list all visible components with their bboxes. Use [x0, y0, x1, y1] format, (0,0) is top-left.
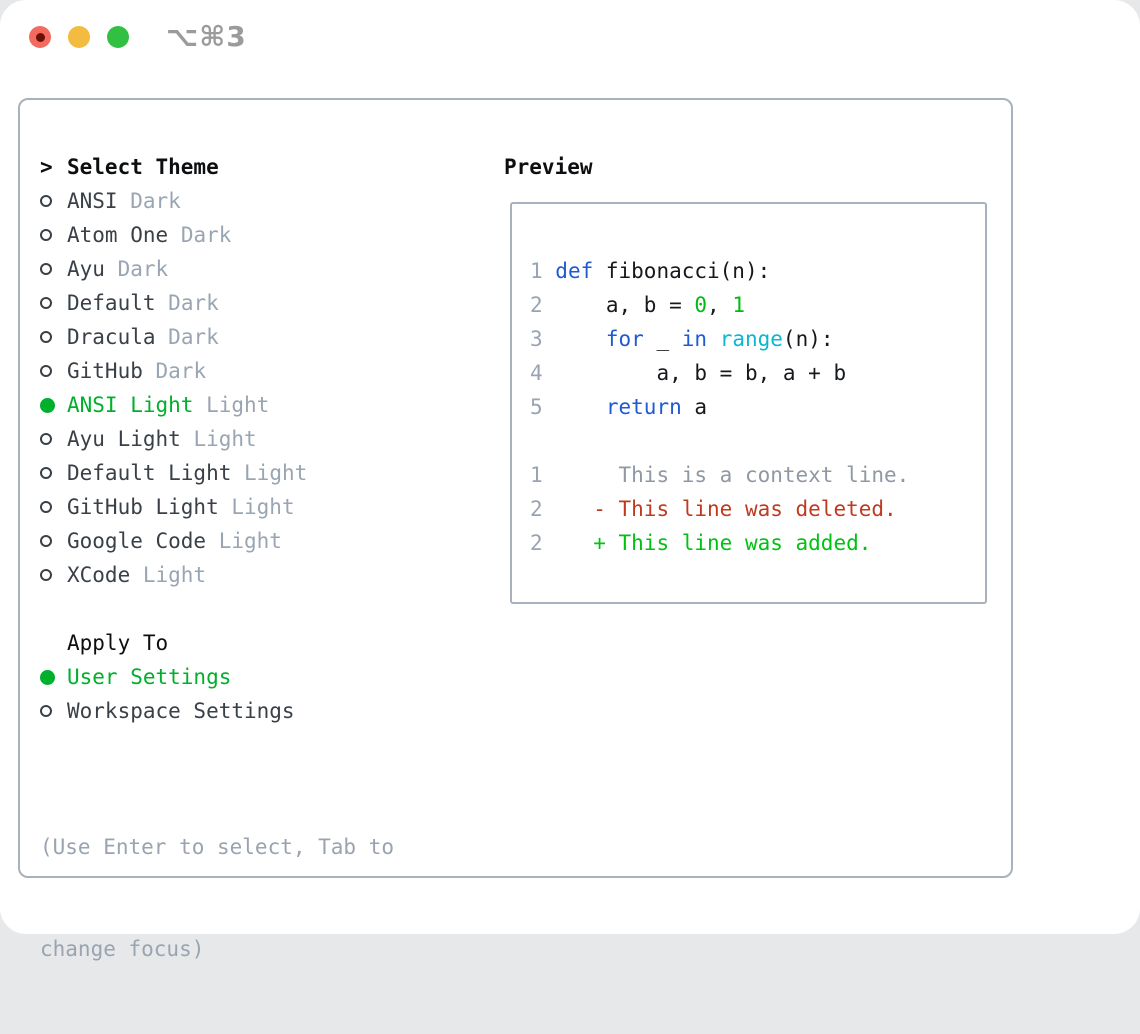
theme-option-ansi-light[interactable]: ANSI Light Light — [40, 388, 307, 422]
theme-option-label: Google Code Light — [67, 524, 282, 558]
diff-context-line: 1 This is a context line. — [530, 458, 985, 492]
diff-deleted-line: 2 - This line was deleted. — [530, 492, 985, 526]
theme-option-label: GitHub Light Light — [67, 490, 295, 524]
close-dot-icon — [36, 33, 45, 42]
theme-variant-tag: Light — [219, 529, 282, 553]
theme-option-label: Default Light Light — [67, 456, 307, 490]
theme-option-label: ANSI Dark — [67, 184, 181, 218]
theme-list-header-row: > Select Theme — [40, 150, 307, 184]
theme-option-label: ANSI Light Light — [67, 388, 269, 422]
theme-option-label: Default Dark — [67, 286, 219, 320]
radio-icon — [40, 535, 67, 547]
radio-icon — [40, 331, 67, 343]
code-line: 5 return a — [530, 390, 985, 424]
radio-icon — [40, 569, 67, 581]
apply-to-header-row: Apply To — [40, 626, 295, 660]
window-shortcut-label: ⌥⌘3 — [166, 20, 247, 53]
theme-variant-tag: Dark — [130, 189, 181, 213]
theme-option-label: Ayu Light Light — [67, 422, 257, 456]
theme-option-label: Ayu Dark — [67, 252, 168, 286]
theme-variant-tag: Dark — [181, 223, 232, 247]
radio-selected-icon — [40, 670, 67, 685]
preview-section-header: Preview — [504, 150, 593, 184]
theme-variant-tag: Light — [231, 495, 294, 519]
theme-option-ayu-light[interactable]: Ayu Light Light — [40, 422, 307, 456]
apply-option-workspace-settings[interactable]: Workspace Settings — [40, 694, 295, 728]
apply-option-label: Workspace Settings — [67, 694, 295, 728]
help-text-line-1: (Use Enter to select, Tab to — [40, 830, 394, 864]
theme-option-xcode[interactable]: XCode Light — [40, 558, 307, 592]
theme-variant-tag: Dark — [156, 359, 207, 383]
radio-icon — [40, 365, 67, 377]
close-button[interactable] — [29, 26, 51, 48]
radio-icon — [40, 433, 67, 445]
code-line: 4 a, b = b, a + b — [530, 356, 985, 390]
preview-title: Preview — [504, 150, 593, 184]
radio-icon — [40, 195, 67, 207]
apply-option-user-settings[interactable]: User Settings — [40, 660, 295, 694]
code-line: 1 def fibonacci(n): — [530, 254, 985, 288]
theme-variant-tag: Dark — [168, 291, 219, 315]
help-text: (Use Enter to select, Tab to change focu… — [40, 762, 394, 1034]
code-line: 2 a, b = 0, 1 — [530, 288, 985, 322]
radio-icon — [40, 263, 67, 275]
zoom-button[interactable] — [107, 26, 129, 48]
chevron-right-icon: > — [40, 150, 53, 184]
theme-list-title: Select Theme — [67, 150, 219, 184]
radio-icon — [40, 705, 67, 717]
theme-variant-tag: Dark — [168, 325, 219, 349]
theme-option-label: Dracula Dark — [67, 320, 219, 354]
help-text-line-2: change focus) — [40, 932, 394, 966]
radio-icon — [40, 467, 67, 479]
theme-option-github-light[interactable]: GitHub Light Light — [40, 490, 307, 524]
code-line: 3 for _ in range(n): — [530, 322, 985, 356]
theme-variant-tag: Dark — [118, 257, 169, 281]
theme-variant-tag: Light — [244, 461, 307, 485]
theme-option-google-code[interactable]: Google Code Light — [40, 524, 307, 558]
theme-option-atom-one[interactable]: Atom One Dark — [40, 218, 307, 252]
theme-variant-tag: Light — [193, 427, 256, 451]
radio-icon — [40, 229, 67, 241]
theme-option-default[interactable]: Default Dark — [40, 286, 307, 320]
theme-option-label: XCode Light — [67, 558, 206, 592]
theme-option-default-light[interactable]: Default Light Light — [40, 456, 307, 490]
apply-to-title: Apply To — [67, 626, 168, 660]
radio-icon — [40, 297, 67, 309]
cursor-marker: > — [40, 150, 67, 184]
minimize-button[interactable] — [68, 26, 90, 48]
theme-option-label: GitHub Dark — [67, 354, 206, 388]
titlebar: ⌥⌘3 — [0, 0, 1140, 74]
radio-icon — [40, 501, 67, 513]
theme-variant-tag: Light — [143, 563, 206, 587]
theme-option-github[interactable]: GitHub Dark — [40, 354, 307, 388]
apply-option-label: User Settings — [67, 660, 231, 694]
theme-variant-tag: Light — [206, 393, 269, 417]
traffic-lights — [29, 26, 129, 48]
theme-option-dracula[interactable]: Dracula Dark — [40, 320, 307, 354]
theme-option-ansi[interactable]: ANSI Dark — [40, 184, 307, 218]
blank-line — [530, 424, 985, 458]
theme-option-label: Atom One Dark — [67, 218, 231, 252]
theme-option-ayu[interactable]: Ayu Dark — [40, 252, 307, 286]
diff-added-line: 2 + This line was added. — [530, 526, 985, 560]
radio-selected-icon — [40, 398, 67, 413]
